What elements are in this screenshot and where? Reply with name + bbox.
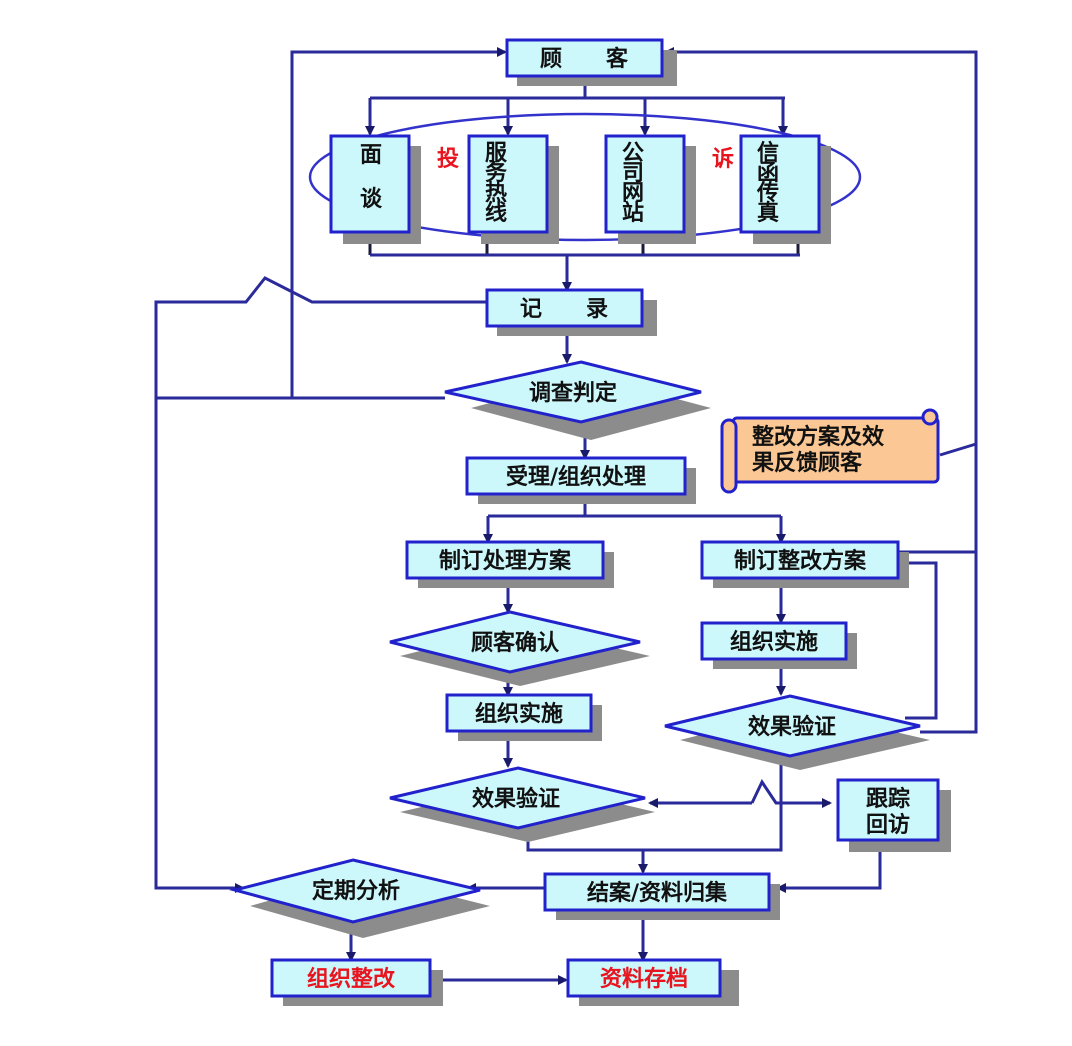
node-record-label: 记 录 <box>520 297 608 322</box>
node-handling-plan[interactable]: 制订处理方案 <box>405 540 614 588</box>
edge-investigate-to-customer <box>290 47 507 400</box>
edge-to-verify-left <box>750 778 832 808</box>
label-complaint-right: 诉 <box>712 146 734 172</box>
channel-char: 站 <box>622 201 644 226</box>
channel-char: 务 <box>485 161 508 186</box>
node-implement-right[interactable]: 组织实施 <box>700 621 857 669</box>
node-customer[interactable]: 顾 客 <box>505 38 677 86</box>
node-organize-rectify[interactable]: 组织整改 <box>270 958 443 1006</box>
node-implement-right-label: 组织实施 <box>730 629 818 655</box>
node-periodic-analysis-label: 定期分析 <box>312 878 400 904</box>
node-accept[interactable]: 受理/组织处理 <box>465 456 696 504</box>
node-customer-label: 顾 客 <box>540 46 629 72</box>
node-follow-up[interactable]: 跟踪 <box>836 778 951 852</box>
node-archive[interactable]: 资料存档 <box>566 958 739 1006</box>
node-organize-rectify-label: 组织整改 <box>307 966 396 992</box>
node-follow-up-line1: 跟踪 <box>866 786 910 812</box>
edge-verify-right-to-rectify-plan <box>896 558 938 720</box>
node-verify-left[interactable]: 效果验证 <box>389 766 655 842</box>
channel-face-char2: 谈 <box>360 187 383 212</box>
channel-char: 线 <box>485 200 507 226</box>
channel-face-char1: 面 <box>360 143 382 168</box>
channel-char: 传 <box>756 181 779 206</box>
node-rectify-plan-label: 制订整改方案 <box>734 548 867 574</box>
channel-char: 信 <box>757 140 779 166</box>
node-face-to-face[interactable]: 面 谈 <box>329 134 421 244</box>
node-implement-left[interactable]: 组织实施 <box>445 693 602 741</box>
channel-char: 公 <box>622 141 644 166</box>
channel-char: 网 <box>622 181 644 206</box>
node-record[interactable]: 记 录 <box>485 288 657 336</box>
complaint-channels-ellipse <box>308 112 862 242</box>
node-archive-label: 资料存档 <box>600 966 688 992</box>
node-handling-plan-label: 制订处理方案 <box>439 548 572 574</box>
node-investigate-label: 调查判定 <box>529 380 617 406</box>
channel-letter-label: 信函传真 <box>756 140 779 226</box>
node-close-case-label: 结案/资料归集 <box>587 880 728 906</box>
node-verify-right-label: 效果验证 <box>748 714 836 740</box>
node-rectify-plan[interactable]: 制订整改方案 <box>700 540 909 588</box>
label-complaint-left: 投 <box>437 147 459 172</box>
node-company-website[interactable]: 公司网站 <box>604 134 696 244</box>
edge-follow-up-to-close <box>776 842 882 893</box>
node-customer-confirm-label: 顾客确认 <box>471 630 559 656</box>
edge-note-connector <box>939 442 977 457</box>
edge-verify-right-to-customer <box>664 47 978 734</box>
node-periodic-analysis[interactable]: 定期分析 <box>229 858 490 938</box>
node-letter-fax[interactable]: 信函传真 <box>739 134 831 244</box>
node-feedback-note-line1: 整改方案及效 <box>752 424 884 450</box>
node-investigate[interactable]: 调查判定 <box>444 360 711 440</box>
channel-char: 司 <box>622 161 644 186</box>
node-implement-left-label: 组织实施 <box>475 701 563 727</box>
channel-website-label: 公司网站 <box>622 141 644 226</box>
node-feedback-note[interactable]: 整改方案及效 果反馈顾客 <box>720 408 940 494</box>
edge-record-to-periodic-analysis <box>154 276 487 893</box>
node-close-case[interactable]: 结案/资料归集 <box>543 872 780 920</box>
node-feedback-note-line2: 果反馈顾客 <box>752 450 863 476</box>
channel-hotline-label: 服务热线 <box>485 141 508 226</box>
node-follow-up-line2: 回访 <box>866 812 910 838</box>
channel-char: 函 <box>757 161 779 186</box>
node-verify-left-label: 效果验证 <box>472 786 560 812</box>
channel-char: 服 <box>485 141 508 166</box>
channel-char: 热 <box>485 180 507 206</box>
node-service-hotline[interactable]: 服务热线 <box>467 134 559 244</box>
node-accept-label: 受理/组织处理 <box>506 464 646 490</box>
channel-char: 真 <box>757 200 779 226</box>
node-customer-confirm[interactable]: 顾客确认 <box>389 610 650 686</box>
node-verify-right[interactable]: 效果验证 <box>664 694 930 770</box>
